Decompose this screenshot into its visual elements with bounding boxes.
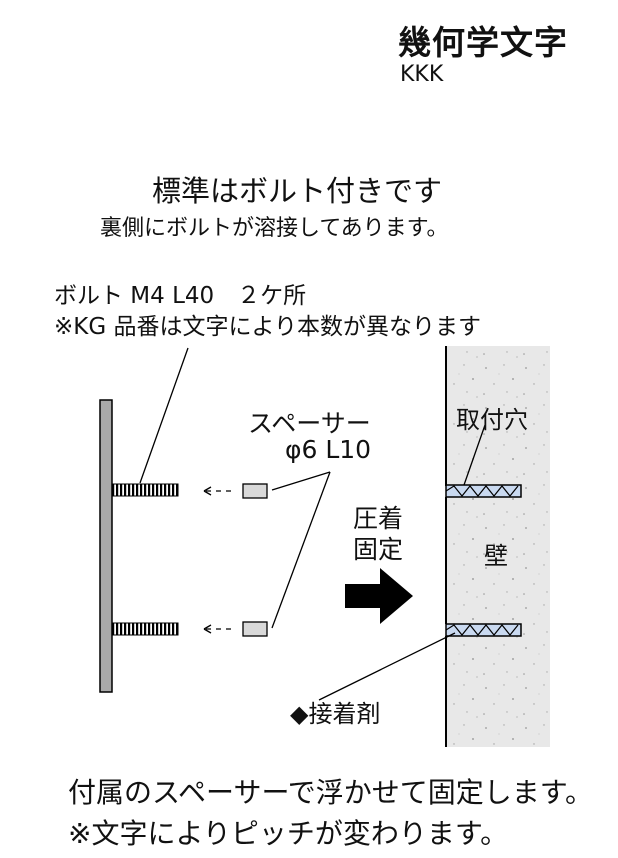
bolt-note-label: ※KG 品番は文字により本数が異なります [54,314,482,340]
mounting-hole-label: 取付穴 [456,406,528,434]
leader-lines [139,347,486,701]
intro-subheading: 裏側にボルトが溶接してあります。 [100,216,449,241]
mounting-hole-upper [445,484,522,498]
press-arrow [345,568,413,624]
bolt-lower [111,622,179,636]
intro-heading: 標準はボルト付きです [152,174,443,208]
mounting-hole-lower [445,623,522,637]
product-title: 幾何学文字 [398,23,568,62]
footer-note-line1: 付属のスペーサーで浮かせて固定します。 [68,776,594,809]
bolt-upper [111,483,179,497]
spacer-spec-label: φ6 L10 [285,435,372,464]
spacer-upper [242,483,268,499]
press-label-line1: 圧着 [353,504,404,533]
wall [445,346,550,747]
bolt-spec-label: ボルト M4 L40 ２ケ所 [54,283,307,309]
adhesive-label: ◆接着剤 [290,700,381,728]
insert-arrow-lower [203,624,236,634]
letter-plate [99,399,113,693]
press-label-line2: 固定 [353,535,404,564]
spacer-label: スペーサー [248,409,371,438]
insert-arrow-upper [203,486,236,496]
footer-note-line2: ※文字によりピッチが変わります。 [68,817,509,850]
product-code: KKK [400,62,444,87]
spacer-lower [242,621,268,637]
wall-label: 壁 [484,542,508,570]
